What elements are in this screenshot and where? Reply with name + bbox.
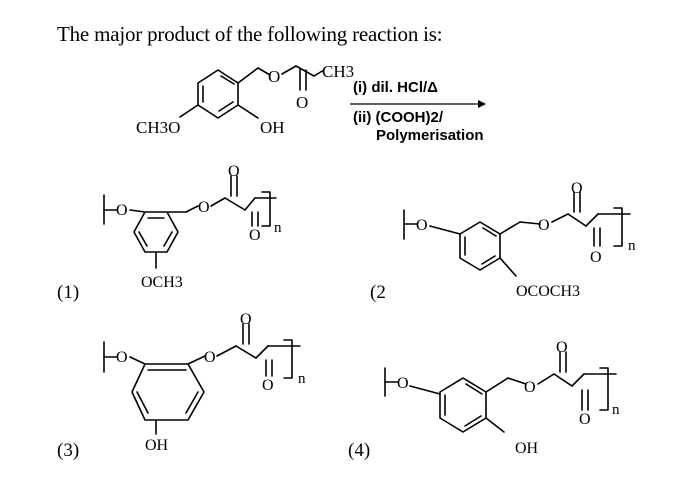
reactant-carbonyl-o: O [296, 93, 308, 112]
condition-step-2: (ii) (COOH)2/ [353, 109, 444, 126]
reactant-hydroxy: OH [260, 118, 285, 137]
option-2-o-top: O [571, 180, 583, 197]
option-3-substituent: OH [145, 437, 169, 454]
option-3-structure: O O O O n OH [103, 311, 306, 454]
option-1-repeat-n: n [274, 220, 282, 236]
option-2-substituent: OCOCH3 [516, 283, 580, 300]
option-1-o-bottom: O [249, 227, 261, 244]
option-3-o-ether: O [204, 349, 216, 366]
option-4-repeat-n: n [612, 402, 620, 418]
option-4-structure: O O O O n OH [384, 339, 620, 457]
condition-step-3: Polymerisation [376, 127, 484, 144]
option-3-o-left: O [116, 349, 128, 366]
option-2-structure: O O O O n OCOCH3 [403, 180, 636, 300]
option-3-repeat-n: n [298, 371, 306, 387]
option-1-structure: O O O O n OCH3 [103, 163, 282, 291]
option-2-benzene-ring [459, 221, 501, 271]
option-3-o-top: O [240, 311, 252, 328]
option-2-o-left: O [416, 217, 428, 234]
option-2-o-ether: O [538, 217, 550, 234]
option-2-number: (2 [370, 282, 386, 303]
option-2-repeat-n: n [628, 238, 636, 254]
option-4-o-left: O [397, 375, 409, 392]
option-3-number: (3) [57, 440, 80, 461]
option-1-o-ether: O [198, 199, 210, 216]
option-4-benzene-ring [439, 377, 487, 433]
option-1-o-top: O [228, 163, 240, 180]
condition-step-1: (i) dil. HCl/Δ [353, 79, 438, 96]
option-4-number: (4) [348, 440, 371, 461]
reaction-arrow: (i) dil. HCl/Δ (ii) (COOH)2/ Polymerisat… [350, 79, 486, 144]
option-4-o-ether: O [524, 379, 536, 396]
option-4-o-top: O [556, 339, 568, 356]
reactant-benzene-ring [197, 69, 239, 119]
option-1-o-left: O [116, 202, 128, 219]
option-1-number: (1) [57, 282, 80, 303]
option-4-substituent: OH [515, 440, 539, 457]
option-3-o-bottom: O [262, 377, 274, 394]
option-2-o-bottom: O [590, 249, 602, 266]
reactant-methyl: CH3 [322, 62, 354, 81]
reactant-methoxy: CH3O [136, 118, 180, 137]
question-text: The major product of the following react… [57, 22, 443, 46]
option-4-o-bottom: O [579, 411, 591, 428]
option-1-substituent: OCH3 [141, 274, 183, 291]
option-3-benzene-ring [131, 363, 205, 421]
reactant-structure: O O CH3 CH3O OH [136, 62, 354, 137]
reactant-ether-o: O [268, 67, 280, 86]
